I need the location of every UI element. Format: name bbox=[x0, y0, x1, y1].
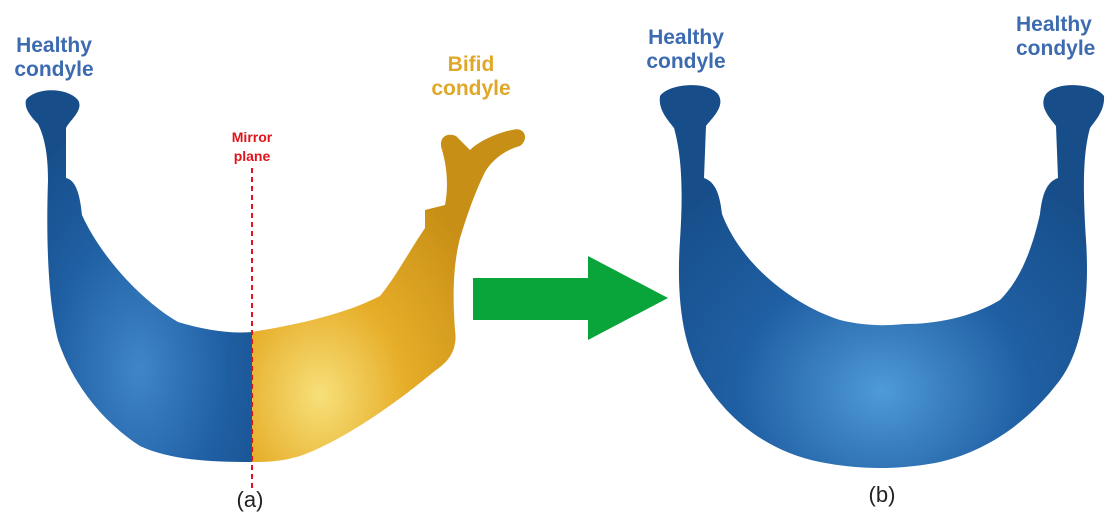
green-right-arrow-icon bbox=[473, 256, 668, 340]
panel-b-left-label: Healthy condyle bbox=[636, 26, 736, 74]
label-line-1: Bifid bbox=[420, 53, 522, 77]
panel-b-right-label: Healthy condyle bbox=[1016, 13, 1105, 61]
panel-a-right-label: Bifid condyle bbox=[420, 53, 522, 101]
mirror-plane-label: Mirror plane bbox=[216, 128, 288, 166]
label-line-1: Mirror bbox=[216, 128, 288, 147]
panel-a-caption: (a) bbox=[220, 487, 280, 513]
label-line-1: Healthy bbox=[4, 34, 104, 58]
label-line-2: condyle bbox=[4, 58, 104, 82]
panel-a-left-label: Healthy condyle bbox=[4, 34, 104, 82]
label-line-1: Healthy bbox=[1016, 13, 1105, 37]
label-line-1: Healthy bbox=[636, 26, 736, 50]
label-line-2: condyle bbox=[636, 50, 736, 74]
label-line-2: condyle bbox=[1016, 37, 1105, 61]
reconstructed-mandible-b bbox=[660, 85, 1104, 468]
label-line-2: condyle bbox=[420, 77, 522, 101]
label-line-2: plane bbox=[216, 147, 288, 166]
panel-b-caption: (b) bbox=[852, 482, 912, 508]
panel-b bbox=[660, 85, 1104, 468]
